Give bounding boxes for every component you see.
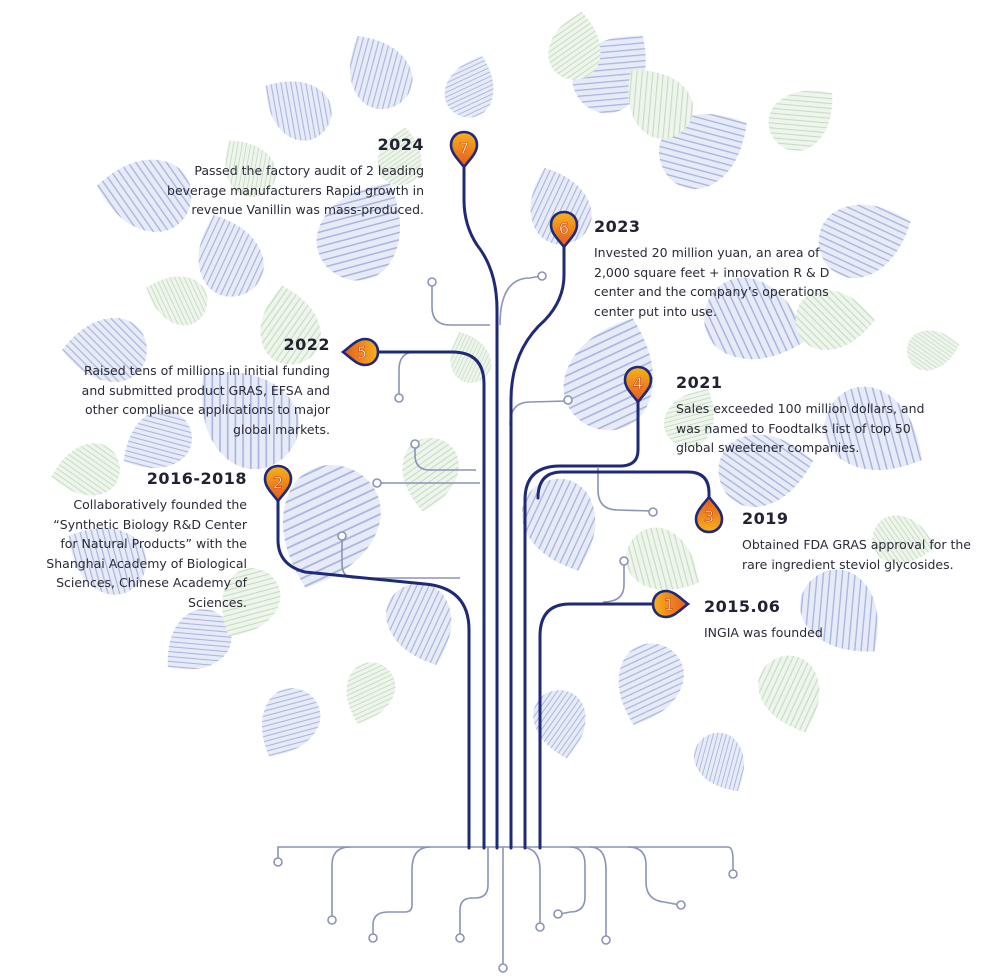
milestone-pin-number: 5 [357, 343, 367, 362]
milestone-markers: 1 2 3 4 5 6 7 [263, 130, 724, 619]
milestone-pin-number: 1 [664, 595, 674, 614]
milestone-year: 2023 [594, 217, 641, 236]
milestone-pin-number: 7 [459, 139, 469, 158]
milestone-year: 2019 [742, 509, 789, 528]
milestone-6: 2023 Invested 20 million yuan, an area o… [594, 217, 854, 321]
milestone-pin-6: 6 [549, 210, 579, 250]
milestone-pin-number: 3 [704, 507, 714, 526]
milestone-pin-number: 6 [559, 219, 569, 238]
milestone-pin-5: 5 [340, 337, 380, 367]
milestone-2: 2016-2018 Collaboratively founded the “S… [40, 469, 247, 612]
twig-branches [277, 275, 734, 966]
milestone-year: 2021 [676, 373, 723, 392]
milestone-description: Invested 20 million yuan, an area of 2,0… [594, 245, 830, 319]
milestone-1: 2015.06 INGIA was founded [704, 597, 904, 643]
milestone-5: 2022 Raised tens of millions in initial … [68, 335, 330, 439]
milestone-pin-1: 1 [651, 589, 691, 619]
milestone-description: Raised tens of millions in initial fundi… [81, 363, 330, 437]
milestone-pin-number: 2 [273, 473, 283, 492]
trunk-branches [276, 163, 711, 850]
twig-endpoints [273, 271, 738, 973]
milestone-description: Collaboratively founded the “Synthetic B… [46, 497, 247, 610]
milestone-year: 2016-2018 [146, 469, 247, 488]
milestone-year: 2024 [377, 135, 424, 154]
milestone-4: 2021 Sales exceeded 100 million dollars,… [676, 373, 926, 458]
milestone-description: Passed the factory audit of 2 leading be… [167, 163, 424, 217]
milestone-pin-4: 4 [623, 365, 653, 405]
milestone-year: 2022 [283, 335, 330, 354]
milestone-pin-2: 2 [263, 464, 293, 504]
milestone-description: INGIA was founded [704, 625, 823, 640]
milestone-description: Sales exceeded 100 million dollars, and … [676, 401, 925, 455]
milestone-pin-number: 4 [633, 374, 643, 393]
milestone-pin-3: 3 [694, 494, 724, 534]
milestone-7: 2024 Passed the factory audit of 2 leadi… [140, 135, 424, 220]
milestone-description: Obtained FDA GRAS approval for the rare … [742, 537, 971, 572]
milestone-pin-7: 7 [449, 130, 479, 170]
milestone-year: 2015.06 [704, 597, 781, 616]
milestone-3: 2019 Obtained FDA GRAS approval for the … [742, 509, 972, 574]
